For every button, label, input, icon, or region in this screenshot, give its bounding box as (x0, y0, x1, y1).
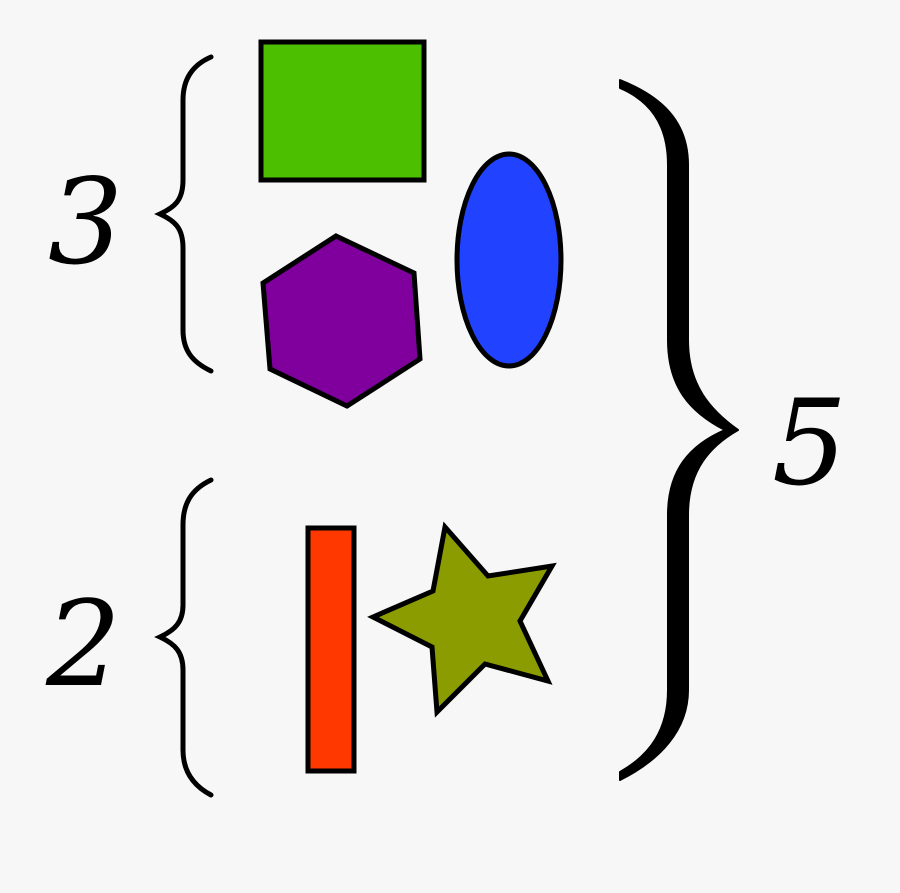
right-brace (619, 79, 739, 781)
green-rectangle (258, 39, 427, 183)
olive-star (367, 521, 557, 718)
left-brace-top (154, 54, 214, 374)
count-label-bottom: 2 (45, 575, 121, 713)
left-brace-bottom (154, 477, 214, 798)
purple-hexagon (260, 233, 423, 409)
red-rectangle (305, 525, 357, 774)
count-label-top: 3 (48, 153, 123, 291)
blue-ellipse (454, 151, 564, 369)
total-label: 5 (772, 374, 847, 512)
